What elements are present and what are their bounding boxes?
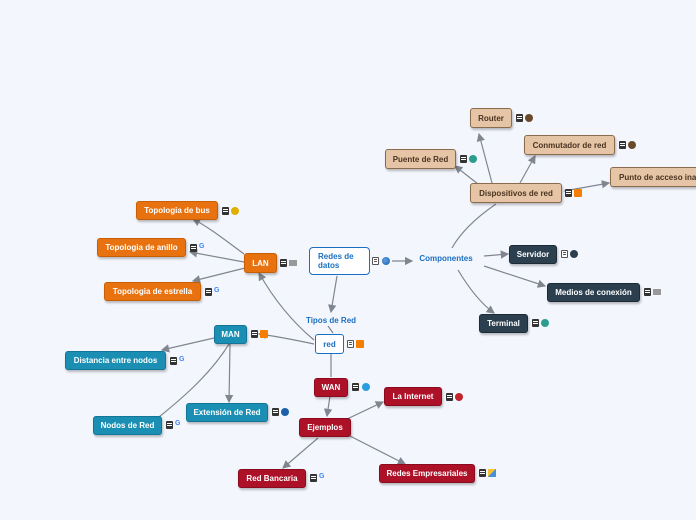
google-icon[interactable]: G — [199, 243, 205, 250]
node-nodos-de-red[interactable]: Nodos de Red — [93, 416, 162, 435]
node-router[interactable]: Router — [470, 108, 512, 128]
node-lan[interactable]: LAN — [244, 253, 277, 273]
google-icon[interactable]: G — [175, 420, 181, 427]
node-punto-de-acceso-inalambrico[interactable]: Punto de acceso inalámbrico — [610, 167, 696, 187]
node-topologia-de-anillo[interactable]: Topologia de anillo — [97, 238, 186, 257]
image-icon[interactable] — [653, 289, 661, 295]
node-puente-de-red[interactable]: Puente de Red — [385, 149, 456, 169]
note-icon[interactable] — [347, 340, 354, 348]
google-icon[interactable]: G — [214, 287, 220, 294]
node-medios-de-conexion[interactable]: Medios de conexión — [547, 283, 640, 302]
google-icon[interactable]: G — [319, 473, 325, 480]
node-distancia-entre-nodos[interactable]: Distancia entre nodos — [65, 351, 166, 370]
note-icon[interactable] — [251, 330, 258, 338]
wiki-icon[interactable] — [281, 408, 289, 416]
note-icon[interactable] — [166, 421, 173, 429]
note-icon[interactable] — [644, 288, 651, 296]
node-ejemplos[interactable]: Ejemplos — [299, 418, 351, 437]
globe-icon[interactable] — [362, 383, 370, 391]
wiki-icon[interactable] — [570, 250, 578, 258]
note-icon[interactable] — [532, 319, 539, 327]
note-icon[interactable] — [561, 250, 568, 258]
central-node-redes-de-datos[interactable]: Redes de datos — [309, 247, 370, 275]
node-conmutador-de-red[interactable]: Conmutador de red — [524, 135, 615, 155]
node-la-internet[interactable]: La Internet — [384, 387, 442, 406]
note-icon[interactable] — [516, 114, 523, 122]
wiki-icon[interactable] — [628, 141, 636, 149]
note-icon[interactable] — [280, 259, 287, 267]
note-icon[interactable] — [352, 383, 359, 391]
google-icon[interactable]: G — [179, 356, 185, 363]
note-icon[interactable] — [310, 474, 317, 482]
globe-icon[interactable] — [541, 319, 549, 327]
note-icon[interactable] — [190, 244, 197, 252]
node-extension-de-red[interactable]: Extensión de Red — [186, 403, 268, 422]
node-topologia-de-estrella[interactable]: Topologia de estrella — [104, 282, 201, 301]
note-icon[interactable] — [446, 393, 453, 401]
note-icon[interactable] — [619, 141, 626, 149]
node-man[interactable]: MAN — [214, 325, 247, 344]
image-icon[interactable] — [289, 260, 297, 266]
note-icon[interactable] — [272, 408, 279, 416]
note-icon[interactable] — [479, 469, 486, 477]
wiki-icon[interactable] — [525, 114, 533, 122]
wiki-icon[interactable] — [231, 207, 239, 215]
globe-icon[interactable] — [382, 257, 390, 265]
node-redes-empresariales[interactable]: Redes Empresariales — [379, 464, 475, 483]
note-icon[interactable] — [460, 155, 467, 163]
node-topologia-de-bus[interactable]: Topologia de bus — [136, 201, 218, 220]
node-tipos-de-red[interactable]: Tipos de Red — [305, 315, 357, 325]
note-icon[interactable] — [565, 189, 572, 197]
image-icon[interactable] — [488, 469, 496, 477]
note-icon[interactable] — [205, 288, 212, 296]
node-componentes[interactable]: Componentes — [419, 253, 473, 263]
node-dispositivos-de-red[interactable]: Dispositivos de red — [470, 183, 562, 203]
note-icon[interactable] — [222, 207, 229, 215]
wiki-icon[interactable] — [455, 393, 463, 401]
globe-icon[interactable] — [469, 155, 477, 163]
note-icon[interactable] — [170, 357, 177, 365]
node-servidor[interactable]: Servidor — [509, 245, 557, 264]
node-wan[interactable]: WAN — [314, 378, 348, 397]
blog-icon[interactable] — [356, 340, 364, 348]
node-red-bancaria[interactable]: Red Bancaria — [238, 469, 306, 488]
node-red[interactable]: red — [315, 334, 344, 354]
node-terminal[interactable]: Terminal — [479, 314, 528, 333]
blog-icon[interactable] — [260, 330, 268, 338]
blog-icon[interactable] — [574, 189, 582, 197]
note-icon[interactable] — [372, 257, 379, 265]
